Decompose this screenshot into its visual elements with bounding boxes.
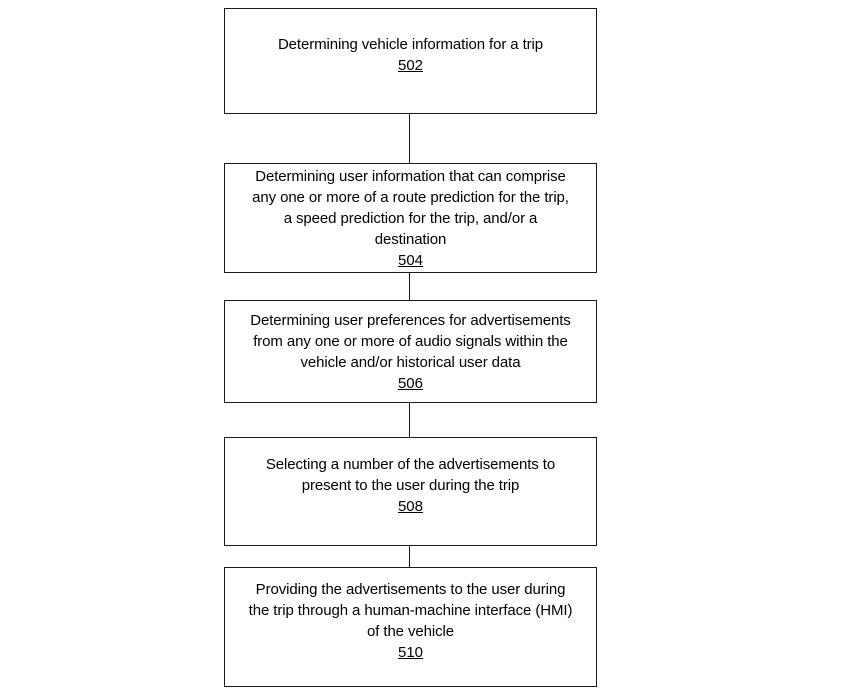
node-502-text: Determining vehicle information for a tr… [277,36,544,53]
node-508-content: Selecting a number of the advertisements… [266,454,555,517]
flowchart-node-510: Providing the advertisements to the user… [224,567,597,687]
node-510-text: Providing the advertisements to the user… [248,581,573,640]
connector-504-to-506 [409,273,410,300]
connector-502-to-504 [409,114,410,163]
flowchart-node-504: Determining user information that can co… [224,163,597,273]
node-506-content: Determining user preferences for adverti… [250,310,571,394]
node-506-text: Determining user preferences for adverti… [250,311,571,371]
node-504-content: Determining user information that can co… [252,166,569,271]
node-504-text: Determining user information that can co… [252,167,569,248]
connector-508-to-510 [409,546,410,567]
node-508-text: Selecting a number of the advertisements… [265,456,556,494]
node-506-reference-number: 506 [397,374,423,392]
node-510-content: Providing the advertisements to the user… [249,579,573,663]
node-504-reference-number: 504 [397,251,424,269]
connector-506-to-508 [409,403,410,437]
node-502-reference-number: 502 [397,57,424,74]
flowchart-node-506: Determining user preferences for adverti… [224,300,597,403]
flowchart-node-502: Determining vehicle information for a tr… [224,8,597,114]
flowchart-node-508: Selecting a number of the advertisements… [224,437,597,546]
node-510-reference-number: 510 [397,644,424,661]
node-508-reference-number: 508 [397,498,423,515]
node-502-content: Determining vehicle information for a tr… [278,34,543,76]
